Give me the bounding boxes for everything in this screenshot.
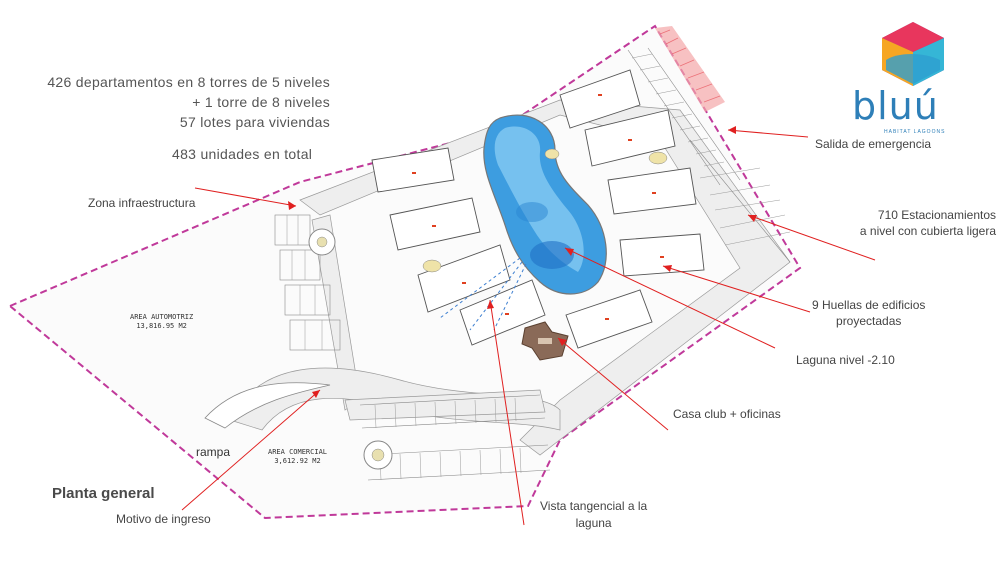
summary-line-3: 57 lotes para viviendas [179, 114, 330, 130]
label-footprints-line-1: 9 Huellas de edificios [812, 298, 926, 312]
area-commercial-name: AREA COMERCIAL [268, 448, 328, 456]
roundabouts [308, 228, 393, 470]
building-footprints [371, 69, 705, 349]
label-lagoon: Laguna nivel -2.10 [796, 353, 895, 367]
parking-stalls-west [274, 214, 341, 351]
label-entrance: Motivo de ingreso [116, 512, 211, 526]
label-tangential-view: Vista tangencial a la laguna [540, 498, 647, 532]
area-automotive-name: AREA AUTOMOTRIZ [130, 313, 194, 321]
area-commercial-size: 3,612.92 M2 [274, 457, 321, 465]
annotation-arrows [181, 129, 876, 526]
label-footprints: 9 Huellas de edificios proyectadas [812, 297, 925, 329]
area-commercial-label: AREA COMERCIAL 3,612.92 M2 [268, 448, 327, 466]
brand-tagline: HABITAT LAGOONS [884, 129, 946, 135]
label-ramp: rampa [196, 445, 231, 459]
label-footprints-line-2: proyectadas [836, 314, 902, 328]
label-emergency-exit: Salida de emergencia [815, 137, 932, 151]
summary-line-2: + 1 torre de 8 niveles [192, 94, 330, 110]
label-tangential-view-line-1: Vista tangencial a la [540, 499, 648, 513]
brand-name: bluú [852, 84, 939, 128]
area-automotive-label: AREA AUTOMOTRIZ 13,816.95 M2 [130, 313, 193, 331]
label-parking: 710 Estacionamientos a nivel con cubiert… [860, 207, 996, 239]
area-automotive-size: 13,816.95 M2 [136, 322, 187, 330]
view-lines [439, 257, 527, 331]
summary-total: 483 unidades en total [172, 146, 313, 162]
label-infrastructure: Zona infraestructura [88, 196, 196, 210]
summary-line-1: 426 departamentos en 8 torres de 5 nivel… [47, 74, 330, 90]
label-tangential-view-line-2: laguna [575, 516, 612, 530]
brand-logo-mark [882, 22, 944, 86]
emergency-exit-zone [655, 26, 725, 112]
parking-stalls-commercial [359, 394, 551, 481]
page-title: Planta general [52, 485, 155, 502]
label-parking-line-2: a nivel con cubierta ligera [859, 224, 996, 238]
label-parking-line-1: 710 Estacionamientos [877, 208, 996, 222]
summary-block: 426 departamentos en 8 torres de 5 nivel… [47, 72, 330, 132]
label-clubhouse: Casa club + oficinas [673, 407, 781, 421]
